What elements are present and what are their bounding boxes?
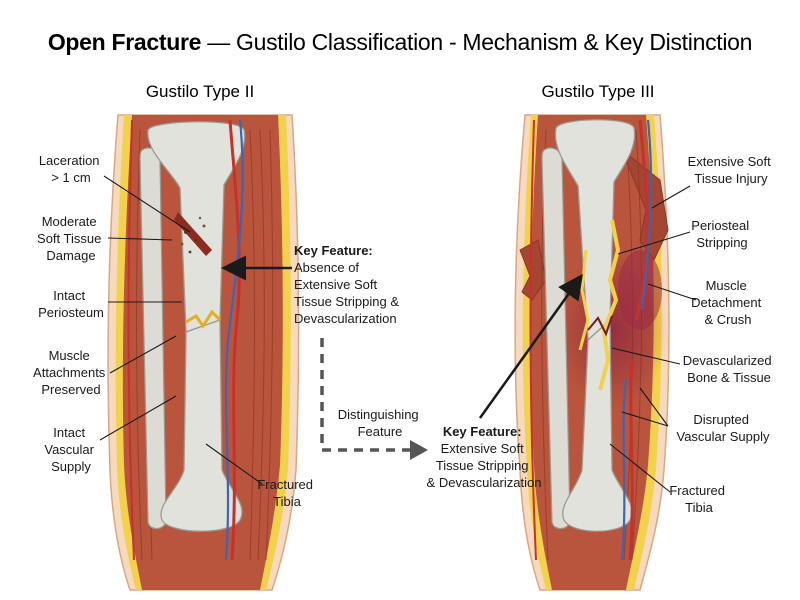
- type3-fibula: [541, 147, 571, 530]
- type2-fracture-line: [185, 309, 222, 329]
- type3-tibia-upper: [554, 119, 636, 342]
- type2-artery: [228, 119, 241, 561]
- page-title: Open Fracture — Gustilo Classification -…: [48, 29, 752, 55]
- type3-vein: [640, 119, 653, 311]
- type2-laceration: [174, 212, 212, 256]
- distinguishing-feature-label: Distinguishing Feature: [338, 407, 423, 439]
- panel-title-type2: Gustilo Type II: [146, 82, 254, 101]
- label-extensive-soft-tissue: Extensive Soft Tissue Injury: [688, 154, 775, 186]
- label-fractured-tibia-type3: Fractured Tibia: [669, 483, 728, 515]
- type2-vein: [224, 119, 244, 561]
- type3-leg-illustration: [514, 114, 670, 591]
- key-feature-2: Key Feature: Absence of Extensive Soft T…: [294, 243, 403, 326]
- type2-labels: Laceration > 1 cm Moderate Soft Tissue D…: [33, 153, 316, 509]
- type3-tibia-lower: [562, 318, 633, 532]
- label-disrupted-vascular: Disrupted Vascular Supply: [677, 412, 770, 444]
- label-muscle-attachments: Muscle Attachments Preserved: [33, 348, 109, 397]
- type2-tibia-lower: [160, 319, 243, 532]
- key-feature-3-arrow: [478, 273, 583, 419]
- distinguishing-arrowhead: [410, 440, 428, 460]
- label-periosteal-stripping: Periosteal Stripping: [691, 218, 752, 250]
- label-muscle-detachment: Muscle Detachment & Crush: [691, 278, 765, 327]
- label-laceration: Laceration > 1 cm: [39, 153, 103, 185]
- label-fractured-tibia-type2: Fractured Tibia: [257, 477, 316, 509]
- type3-labels: Extensive Soft Tissue Injury Periosteal …: [609, 154, 776, 515]
- type3-artery: [634, 119, 649, 321]
- label-intact-vascular: Intact Vascular Supply: [44, 425, 97, 474]
- type3-fracture-line: [587, 315, 613, 337]
- type2-tibia-upper: [147, 121, 246, 333]
- label-intact-periosteum: Intact Periosteum: [38, 288, 104, 320]
- label-devascularized: Devascularized Bone & Tissue: [683, 353, 776, 385]
- type3-periosteum: [598, 219, 621, 391]
- type2-leg-illustration: [107, 114, 300, 591]
- panel-title-type3: Gustilo Type III: [541, 82, 654, 101]
- label-moderate-soft-tissue: Moderate Soft Tissue Damage: [37, 214, 105, 263]
- distinguishing-connector: [320, 338, 410, 452]
- key-feature-3: Key Feature: Extensive Soft Tissue Strip…: [427, 424, 542, 490]
